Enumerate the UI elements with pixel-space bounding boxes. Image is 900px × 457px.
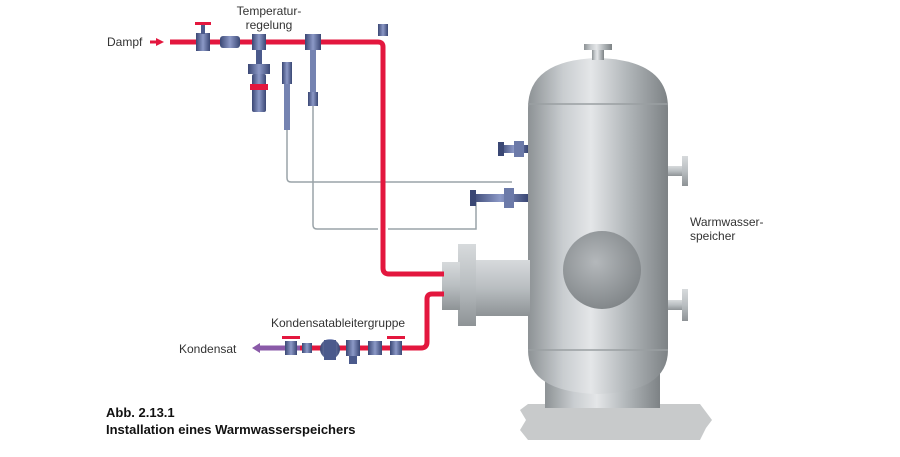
temperature-control-label-line2: regelung: [245, 18, 293, 32]
temperature-sensor-upper: [498, 141, 528, 157]
heating-coil-flange: [458, 244, 476, 326]
steam-inlet-arrow: [156, 38, 164, 46]
temperature-controller-2: [305, 34, 321, 106]
temperature-controller-1: [282, 62, 292, 130]
hot-water-tank: [528, 58, 668, 394]
condensate-label: Kondensat: [179, 342, 237, 356]
hot-water-tank-label: Warmwasser- speicher: [690, 215, 764, 243]
condensate-pipe: [300, 291, 444, 351]
right-flange-lower: [682, 289, 688, 321]
top-nozzle: [592, 48, 604, 60]
temperature-control-label-line1: Temperatur-: [236, 4, 302, 18]
hot-water-tank-label-line2: speicher: [690, 229, 736, 243]
temperature-sensor-lower: [470, 188, 528, 208]
air-vent: [378, 24, 388, 36]
top-flange: [584, 44, 612, 50]
condensate-strainer: [368, 341, 382, 355]
sight-glass: [346, 340, 360, 364]
condensate-shutoff-valve-1: [282, 336, 300, 355]
capillary-line-lower: [312, 70, 378, 230]
figure-title: Installation eines Warmwasserspeichers: [106, 422, 356, 437]
capillary-line-upper: [286, 84, 512, 183]
condensate-check-valve: [302, 343, 312, 353]
shutoff-valve: [195, 22, 211, 51]
heating-coil-nozzle: [470, 260, 530, 316]
tank-foundation: [520, 404, 712, 440]
trap-group-label: Kondensatableitergruppe: [271, 316, 406, 330]
steam-trap: [320, 339, 340, 360]
right-flange-upper: [682, 156, 688, 186]
figure-number: Abb. 2.13.1: [106, 405, 175, 420]
condensate-outlet-arrow: [252, 343, 260, 353]
steam-pipe: [170, 39, 444, 277]
control-valve: [248, 34, 270, 112]
hot-water-tank-label-line1: Warmwasser-: [690, 215, 764, 229]
condensate-shutoff-valve-2: [387, 336, 405, 355]
right-nozzle-lower: [668, 300, 684, 310]
steam-label: Dampf: [107, 35, 143, 49]
temperature-control-label: Temperatur- regelung: [228, 4, 310, 32]
capillary-line-lower-b: [388, 200, 477, 230]
right-nozzle-upper: [668, 166, 684, 176]
strainer: [220, 36, 240, 48]
manhole-cover: [563, 231, 641, 309]
heating-coil-cover: [442, 262, 460, 310]
